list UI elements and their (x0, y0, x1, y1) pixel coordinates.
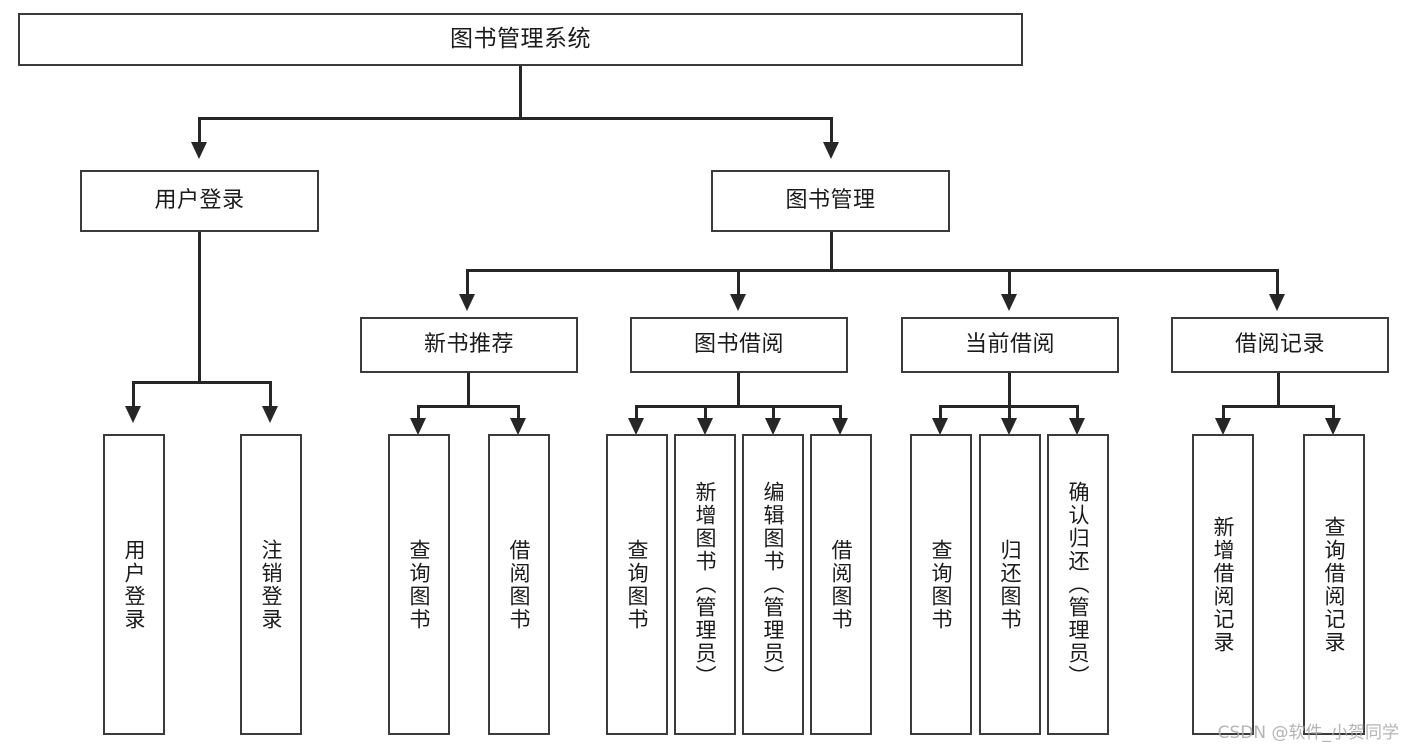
connector-user-login-stem (198, 232, 201, 384)
connector-book-borrow-branch-4 (839, 405, 842, 425)
connector-bm-to-current-borrow (1008, 269, 1011, 298)
node-label: 查询图书 (625, 538, 650, 631)
connector-book-borrow-branch-3 (772, 405, 775, 425)
connector-root-stem (519, 66, 522, 119)
leaf-book-borrow-add-book-admin[interactable]: 新增图书（管理员） (674, 434, 736, 735)
node-label: 用户登录 (122, 538, 147, 631)
node-label: 图书管理系统 (450, 26, 591, 53)
connector-book-management-stem (830, 232, 833, 272)
arrowhead-root-to-book-management (823, 142, 839, 159)
connector-borrow-record-bus (1222, 405, 1335, 408)
arrowhead-root-to-user-login (191, 142, 207, 159)
node-label: 借阅图书 (507, 538, 532, 631)
connector-root-bus (198, 117, 833, 120)
node-label: 用户登录 (154, 187, 245, 213)
leaf-current-borrow-confirm-return-admin[interactable]: 确认归还（管理员） (1047, 434, 1109, 735)
connector-new-book-branch-1 (417, 405, 420, 425)
arrowhead-user-login-leaf-1 (125, 406, 141, 423)
connector-borrow-record-branch-1 (1222, 405, 1225, 425)
arrowhead-book-borrow-leaf-1 (628, 418, 644, 435)
node-book-borrow[interactable]: 图书借阅 (630, 317, 848, 373)
connector-current-borrow-branch-3 (1076, 405, 1079, 425)
node-label: 编辑图书（管理员） (761, 481, 786, 688)
connector-root-to-book-management (830, 117, 833, 146)
arrowhead-borrow-record-leaf-2 (1325, 418, 1341, 435)
arrowhead-new-book-leaf-1 (410, 418, 426, 435)
node-label: 注销登录 (259, 538, 284, 631)
connector-new-book-bus (417, 405, 520, 408)
connector-book-borrow-stem (737, 373, 740, 408)
connector-current-borrow-branch-1 (939, 405, 942, 425)
arrowhead-borrow-record-leaf-1 (1215, 418, 1231, 435)
arrowhead-book-borrow-leaf-2 (697, 418, 713, 435)
node-new-book-recommend[interactable]: 新书推荐 (360, 317, 578, 373)
node-label: 查询借阅记录 (1322, 515, 1347, 654)
arrowhead-bm-to-borrow-record (1269, 294, 1285, 311)
node-label: 新书推荐 (423, 331, 514, 357)
arrowhead-user-login-leaf-2 (262, 406, 278, 423)
leaf-book-borrow-query-book[interactable]: 查询图书 (606, 434, 668, 735)
leaf-current-borrow-query-book[interactable]: 查询图书 (910, 434, 972, 735)
arrowhead-current-borrow-leaf-3 (1069, 418, 1085, 435)
leaf-new-book-query-book[interactable]: 查询图书 (388, 434, 450, 735)
node-root-book-management-system[interactable]: 图书管理系统 (18, 13, 1023, 66)
arrowhead-bm-to-new-book (459, 294, 475, 311)
connector-borrow-record-branch-2 (1332, 405, 1335, 425)
node-current-borrow[interactable]: 当前借阅 (901, 317, 1119, 373)
connector-user-login-branch-2 (269, 381, 272, 410)
connector-user-login-bus (132, 381, 271, 384)
connector-bm-to-borrow-record (1276, 269, 1279, 298)
leaf-new-book-borrow-book[interactable]: 借阅图书 (488, 434, 550, 735)
connector-book-borrow-branch-2 (704, 405, 707, 425)
node-label: 新增借阅记录 (1211, 515, 1236, 654)
node-label: 查询图书 (929, 538, 954, 631)
node-label: 图书借阅 (693, 331, 784, 357)
leaf-book-borrow-edit-book-admin[interactable]: 编辑图书（管理员） (742, 434, 804, 735)
arrowhead-book-borrow-leaf-3 (765, 418, 781, 435)
arrowhead-current-borrow-leaf-2 (1001, 418, 1017, 435)
leaf-current-borrow-return-book[interactable]: 归还图书 (979, 434, 1041, 735)
connector-root-to-user-login (198, 117, 201, 146)
leaf-user-login-login[interactable]: 用户登录 (103, 434, 165, 735)
connector-new-book-branch-2 (517, 405, 520, 425)
node-label: 确认归还（管理员） (1066, 481, 1091, 688)
leaf-book-borrow-borrow-book[interactable]: 借阅图书 (810, 434, 872, 735)
connector-bm-to-book-borrow (737, 269, 740, 298)
node-book-management[interactable]: 图书管理 (711, 170, 950, 232)
node-label: 借阅记录 (1234, 331, 1325, 357)
connector-book-management-bus (466, 269, 1279, 272)
connector-bm-to-new-book (466, 269, 469, 298)
node-label: 新增图书（管理员） (693, 481, 718, 688)
leaf-borrow-record-add-record[interactable]: 新增借阅记录 (1192, 434, 1254, 735)
node-user-login[interactable]: 用户登录 (80, 170, 319, 232)
connector-user-login-branch-1 (132, 381, 135, 410)
leaf-borrow-record-query-record[interactable]: 查询借阅记录 (1303, 434, 1365, 735)
connector-current-borrow-stem (1008, 373, 1011, 408)
connector-book-borrow-bus (635, 405, 842, 408)
node-label: 查询图书 (407, 538, 432, 631)
connector-book-borrow-branch-1 (635, 405, 638, 425)
connector-borrow-record-stem (1277, 373, 1280, 408)
node-label: 借阅图书 (829, 538, 854, 631)
leaf-user-login-logout[interactable]: 注销登录 (240, 434, 302, 735)
connector-current-borrow-branch-2 (1008, 405, 1011, 425)
connector-new-book-stem (467, 373, 470, 408)
arrowhead-current-borrow-leaf-1 (932, 418, 948, 435)
arrowhead-book-borrow-leaf-4 (832, 418, 848, 435)
node-label: 当前借阅 (964, 331, 1055, 357)
arrowhead-new-book-leaf-2 (510, 418, 526, 435)
node-borrow-record[interactable]: 借阅记录 (1171, 317, 1389, 373)
node-label: 图书管理 (785, 187, 876, 213)
arrowhead-bm-to-current-borrow (1001, 294, 1017, 311)
node-label: 归还图书 (998, 538, 1023, 631)
arrowhead-bm-to-book-borrow (730, 294, 746, 311)
